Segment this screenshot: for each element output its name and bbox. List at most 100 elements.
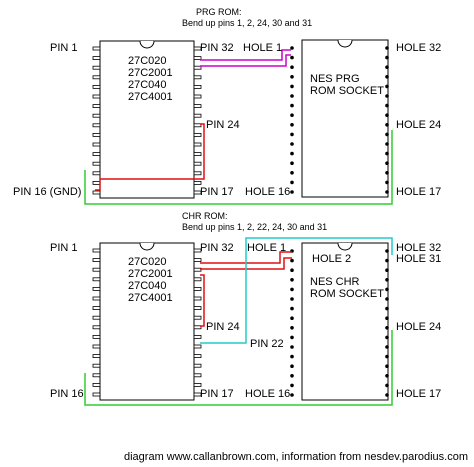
prg-section: PRG ROM: Bend up pins 1, 2, 24, 30 and 3… <box>13 7 441 205</box>
prg-left-pin <box>92 85 101 89</box>
chr-left-pin <box>92 306 101 311</box>
chr-socket-hole <box>385 393 389 397</box>
prg-label-hole16: HOLE 16 <box>245 186 290 198</box>
chr-right-pin <box>193 344 202 349</box>
chr-socket-hole <box>290 258 294 263</box>
prg-socket-hole <box>385 94 389 98</box>
chr-socket-notch <box>337 242 353 251</box>
chr-subtitle: Bend up pins 1, 2, 22, 24, 30 and 31 <box>182 222 327 232</box>
chr-chip-line-1: 27C020 <box>128 256 167 268</box>
prg-socket-hole <box>290 75 294 79</box>
prg-label-pin16: PIN 16 (GND) <box>13 186 81 198</box>
prg-socket-hole <box>385 190 389 194</box>
chr-socket-hole <box>385 297 389 301</box>
prg-magenta-wire-a <box>200 49 291 61</box>
prg-subtitle: Bend up pins 1, 2, 24, 30 and 31 <box>182 18 312 28</box>
chr-left-pin <box>92 373 101 378</box>
chr-socket-hole <box>290 287 294 292</box>
prg-eprom-notch <box>139 40 155 49</box>
chr-left-pin <box>92 258 101 263</box>
prg-green-wire <box>84 130 393 205</box>
chr-label-pin16: PIN 16 <box>50 388 84 400</box>
prg-right-pin <box>193 161 202 166</box>
chr-socket-hole <box>385 374 389 378</box>
chr-socket-line-1: NES CHR <box>310 276 360 288</box>
chr-right-pin <box>193 248 202 253</box>
prg-socket-hole <box>385 123 389 127</box>
chr-socket-hole <box>385 364 389 369</box>
prg-socket-hole <box>385 151 389 156</box>
chr-eprom-right-pins <box>193 248 202 397</box>
chr-right-pin <box>193 286 202 291</box>
chr-socket-hole <box>385 335 389 340</box>
chr-socket-hole <box>385 249 389 253</box>
credit-line: diagram www.callanbrown.com, information… <box>124 451 468 463</box>
chr-green-wire <box>84 330 393 406</box>
chr-socket-hole <box>290 326 294 330</box>
prg-chip-line-4: 27C4001 <box>128 91 173 103</box>
chr-label-pin1: PIN 1 <box>50 242 78 254</box>
chr-right-pin <box>193 296 202 301</box>
chr-socket-line-2: ROM SOCKET <box>310 288 384 300</box>
prg-label-pin24: PIN 24 <box>206 119 240 131</box>
chr-right-pin <box>193 363 202 368</box>
prg-socket-notch <box>337 39 353 48</box>
prg-right-pin <box>193 75 202 80</box>
chr-right-pin <box>193 267 202 272</box>
chr-socket-hole <box>385 258 389 263</box>
prg-socket-hole <box>290 55 294 60</box>
chr-chip-line-2: 27C2001 <box>128 268 173 280</box>
prg-label-pin17: PIN 17 <box>200 186 234 198</box>
chr-label-hole32: HOLE 32 <box>396 242 441 254</box>
prg-left-pin <box>92 65 101 70</box>
chr-socket-hole <box>290 316 294 321</box>
chr-label-pin22: PIN 22 <box>250 338 284 350</box>
chr-right-pin <box>193 334 202 339</box>
prg-right-pin <box>193 65 202 70</box>
chr-label-hole16: HOLE 16 <box>245 388 290 400</box>
chr-socket-hole <box>385 326 389 330</box>
chr-left-pin <box>92 363 101 368</box>
chr-label-pin24: PIN 24 <box>206 321 240 333</box>
prg-magenta-wire-b <box>200 54 291 67</box>
chr-label-hole24: HOLE 24 <box>396 321 441 333</box>
chr-eprom-chip <box>99 242 195 401</box>
chr-socket-hole <box>290 393 294 397</box>
prg-left-pin <box>92 123 101 128</box>
chr-socket-hole <box>290 383 294 388</box>
chr-socket-hole <box>385 306 389 311</box>
prg-left-pin <box>92 152 101 157</box>
chr-label-hole1: HOLE 1 <box>247 242 286 254</box>
chr-socket-hole <box>290 345 294 349</box>
prg-right-pin <box>193 85 202 89</box>
chr-eprom-left-pins <box>92 248 101 397</box>
chr-cyan-wire <box>200 237 393 344</box>
prg-right-pin <box>193 123 202 128</box>
prg-socket-hole <box>290 171 294 175</box>
chr-socket-hole <box>385 287 389 292</box>
prg-right-pin <box>193 46 202 51</box>
prg-socket-hole <box>290 180 294 185</box>
prg-right-pin <box>193 142 202 147</box>
prg-left-pin <box>92 171 101 176</box>
chr-left-pin <box>92 296 101 301</box>
chr-right-pin <box>193 373 202 378</box>
prg-right-pin <box>193 132 202 137</box>
chr-left-pin <box>92 382 101 387</box>
chr-right-pin <box>193 325 202 330</box>
prg-left-pin <box>92 75 101 80</box>
prg-label-pin32: PIN 32 <box>200 42 234 54</box>
prg-red-wire <box>95 123 205 191</box>
chr-socket-hole <box>290 306 294 311</box>
prg-socket-hole <box>385 171 389 175</box>
chr-right-pin <box>193 382 202 387</box>
chr-left-pin <box>92 277 101 282</box>
prg-label-hole17: HOLE 17 <box>396 186 441 198</box>
chr-right-pin <box>193 315 202 320</box>
chr-chip-line-4: 27C4001 <box>128 292 173 304</box>
chr-socket-hole <box>290 354 294 359</box>
prg-socket-hole <box>290 142 294 146</box>
prg-socket-hole <box>385 75 389 79</box>
